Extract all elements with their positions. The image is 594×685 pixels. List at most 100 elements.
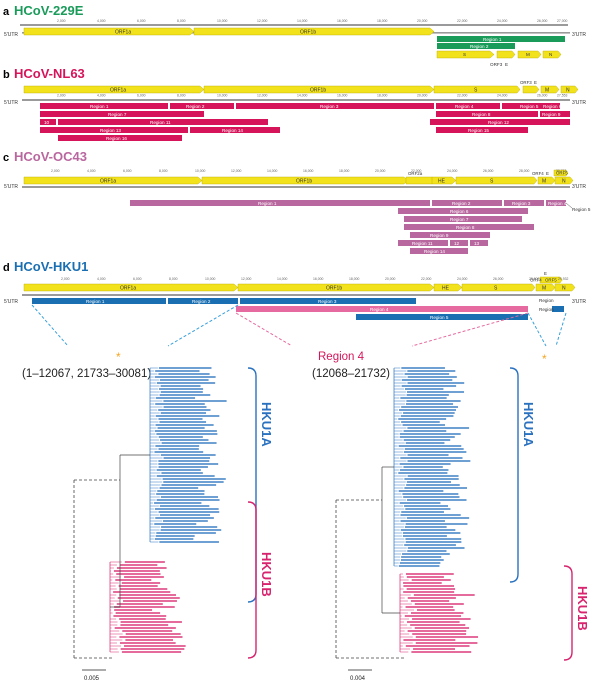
svg-text:26,000: 26,000 — [493, 277, 503, 281]
svg-text:18,000: 18,000 — [349, 277, 359, 281]
svg-text:Region 5: Region 5 — [520, 104, 539, 109]
svg-text:8,000: 8,000 — [177, 94, 186, 98]
svg-text:Region 8: Region 8 — [472, 112, 491, 117]
svg-text:Region 14: Region 14 — [222, 128, 243, 133]
svg-text:Region 5: Region 5 — [572, 207, 591, 212]
svg-text:Region 5: Region 5 — [430, 315, 449, 320]
svg-text:18,000: 18,000 — [377, 94, 387, 98]
svg-text:6,000: 6,000 — [123, 169, 132, 173]
svg-text:Region 4: Region 4 — [370, 307, 389, 312]
svg-text:ORF1a: ORF1a — [100, 179, 116, 185]
svg-text:Region 13: Region 13 — [100, 128, 121, 133]
svg-text:ORF1b: ORF1b — [310, 88, 326, 94]
svg-text:24,000: 24,000 — [497, 94, 507, 98]
svg-text:24,000: 24,000 — [497, 19, 507, 23]
svg-text:ORF5: ORF5 — [545, 278, 557, 283]
svg-text:24,000: 24,000 — [447, 169, 457, 173]
svg-text:Region: Region — [539, 307, 554, 312]
panel-letter-d: d — [3, 262, 10, 274]
svg-text:ORF3: ORF3 — [490, 62, 503, 67]
svg-text:20,000: 20,000 — [417, 19, 427, 23]
svg-text:M: M — [542, 286, 546, 292]
svg-text:Region 2: Region 2 — [186, 104, 205, 109]
svg-text:ORF2a: ORF2a — [408, 171, 423, 176]
svg-text:18,000: 18,000 — [339, 169, 349, 173]
svg-text:5'UTR: 5'UTR — [4, 299, 18, 305]
svg-text:27,553: 27,553 — [557, 94, 567, 98]
asterisk-icon: * — [116, 350, 121, 364]
svg-text:6,000: 6,000 — [137, 19, 146, 23]
svg-text:8,000: 8,000 — [159, 169, 168, 173]
svg-text:2,000: 2,000 — [57, 19, 66, 23]
svg-text:20,000: 20,000 — [375, 169, 385, 173]
genome-map-oc43: 5'UTR 3'UTR ORF1a ORF1b ORF2a HE S ORF4 … — [4, 169, 591, 254]
svg-text:14,000: 14,000 — [297, 19, 307, 23]
svg-text:14,000: 14,000 — [277, 277, 287, 281]
svg-text:5'UTR: 5'UTR — [4, 100, 18, 106]
svg-text:Region 4: Region 4 — [548, 201, 567, 206]
svg-text:HE: HE — [442, 286, 450, 292]
svg-text:Region 12: Region 12 — [488, 120, 509, 125]
svg-text:N: N — [562, 286, 566, 292]
right-tree-region-label: (12068–21732) — [312, 368, 390, 380]
svg-text:3'UTR: 3'UTR — [572, 299, 586, 305]
svg-text:ORF4: ORF4 — [530, 278, 542, 283]
svg-text:5'UTR: 5'UTR — [4, 184, 18, 190]
panel-letter-c: c — [3, 152, 9, 164]
svg-text:2,000: 2,000 — [51, 169, 60, 173]
clade-label-hku1a-left: HKU1A — [259, 402, 274, 447]
svg-text:E: E — [546, 171, 549, 176]
svg-text:Region: Region — [539, 298, 554, 303]
svg-text:S: S — [474, 88, 478, 94]
svg-text:3'UTR: 3'UTR — [572, 184, 586, 190]
svg-text:ORF4: ORF4 — [532, 171, 544, 176]
svg-text:16,000: 16,000 — [337, 19, 347, 23]
svg-text:6,000: 6,000 — [133, 277, 142, 281]
scale-bar-right-label: 0.004 — [350, 676, 366, 682]
svg-text:22,000: 22,000 — [457, 19, 467, 23]
clade-label-hku1b-right: HKU1B — [575, 586, 590, 631]
svg-text:24,000: 24,000 — [457, 277, 467, 281]
genome-map-hku1: 5'UTR 3'UTR ORF1a ORF1b HE S ORF4 E M OR… — [4, 271, 586, 380]
svg-text:Region 2: Region 2 — [470, 44, 489, 49]
panel-title-d: HCoV-HKU1 — [14, 259, 88, 274]
svg-text:Region 7: Region 7 — [108, 112, 127, 117]
svg-text:2,000: 2,000 — [57, 94, 66, 98]
panel-letter-a: a — [3, 6, 10, 18]
svg-text:20,000: 20,000 — [385, 277, 395, 281]
svg-text:12,000: 12,000 — [241, 277, 251, 281]
svg-text:ORF5: ORF5 — [556, 171, 568, 176]
svg-text:Region 9: Region 9 — [430, 233, 449, 238]
svg-text:ORF1a: ORF1a — [110, 88, 126, 94]
svg-text:Region 3: Region 3 — [512, 201, 531, 206]
svg-text:4,000: 4,000 — [97, 94, 106, 98]
svg-text:Region 6: Region 6 — [543, 104, 562, 109]
panel-title-c: HCoV-OC43 — [14, 149, 87, 164]
svg-text:Region 1: Region 1 — [483, 37, 502, 42]
phylogenetic-tree-left — [73, 367, 227, 659]
svg-text:4,000: 4,000 — [97, 19, 106, 23]
svg-text:Region 9: Region 9 — [542, 112, 561, 117]
svg-text:10,000: 10,000 — [195, 169, 205, 173]
svg-text:26,000: 26,000 — [537, 19, 547, 23]
svg-text:4,000: 4,000 — [97, 277, 106, 281]
svg-text:20,000: 20,000 — [417, 94, 427, 98]
panel-letter-b: b — [3, 69, 10, 81]
svg-text:Region 8: Region 8 — [456, 225, 475, 230]
svg-text:E: E — [544, 271, 547, 276]
svg-text:Region 7: Region 7 — [450, 217, 469, 222]
svg-text:Region 14: Region 14 — [424, 249, 445, 254]
svg-text:14,000: 14,000 — [297, 94, 307, 98]
svg-text:ORF1a: ORF1a — [115, 30, 131, 36]
svg-text:3'UTR: 3'UTR — [572, 100, 586, 106]
svg-text:22,000: 22,000 — [421, 277, 431, 281]
svg-text:10,000: 10,000 — [217, 19, 227, 23]
svg-text:M: M — [542, 179, 546, 185]
svg-text:10,000: 10,000 — [205, 277, 215, 281]
svg-text:28,000: 28,000 — [529, 277, 539, 281]
svg-text:ORF3: ORF3 — [520, 80, 532, 85]
svg-text:6,000: 6,000 — [137, 94, 146, 98]
utr5-label: 5'UTR — [4, 32, 18, 38]
svg-text:N: N — [549, 52, 552, 57]
